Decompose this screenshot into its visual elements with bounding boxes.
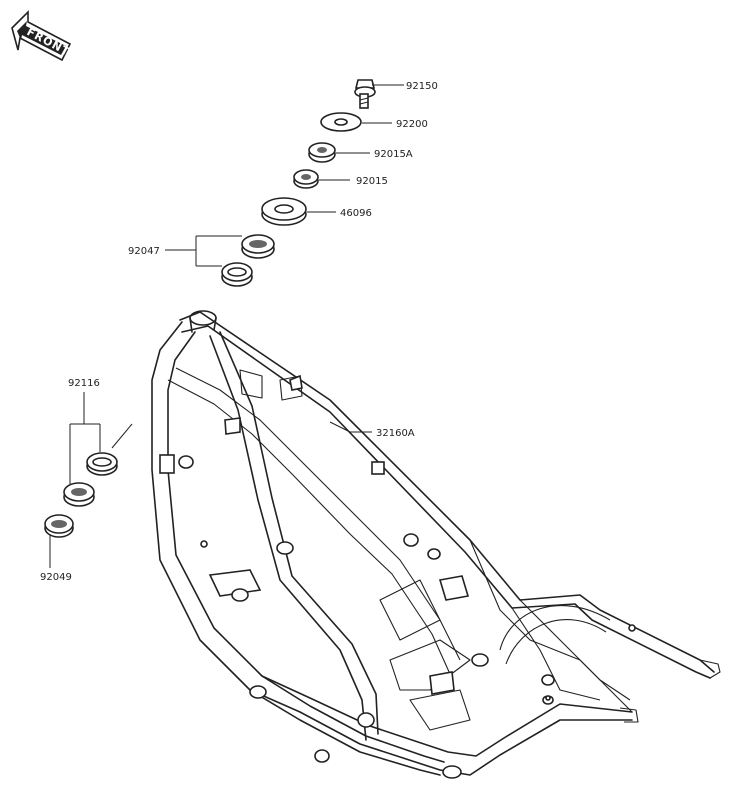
washer-92200: [320, 112, 362, 132]
cap-46096: [261, 197, 307, 226]
label-92116: 92116: [68, 378, 100, 389]
motorcycle-frame-32160A: [151, 310, 721, 779]
race-lower-92116: [63, 482, 95, 507]
label-92200: 92200: [396, 119, 428, 130]
bearing-upper-92047: [241, 234, 275, 259]
label-92015A: 92015A: [374, 149, 413, 160]
front-direction-badge: FRONT: [11, 10, 72, 62]
label-92049: 92049: [40, 572, 72, 583]
nut-92015A: [308, 142, 336, 163]
label-92150: 92150: [406, 81, 438, 92]
leader-lines: [49, 84, 404, 568]
label-32160A: 32160A: [376, 428, 415, 439]
label-46096: 46096: [340, 208, 372, 219]
nut-92015: [293, 169, 319, 189]
label-92015: 92015: [356, 176, 388, 187]
part-labels: 92150 92200 92015A 92015 46096 92047 321…: [40, 81, 438, 583]
stem-bolt-92150: [354, 79, 376, 109]
bearing-lower-92047: [221, 262, 253, 287]
race-upper-92116: [86, 452, 118, 476]
seal-92049: [44, 514, 74, 538]
label-92047: 92047: [128, 246, 160, 257]
